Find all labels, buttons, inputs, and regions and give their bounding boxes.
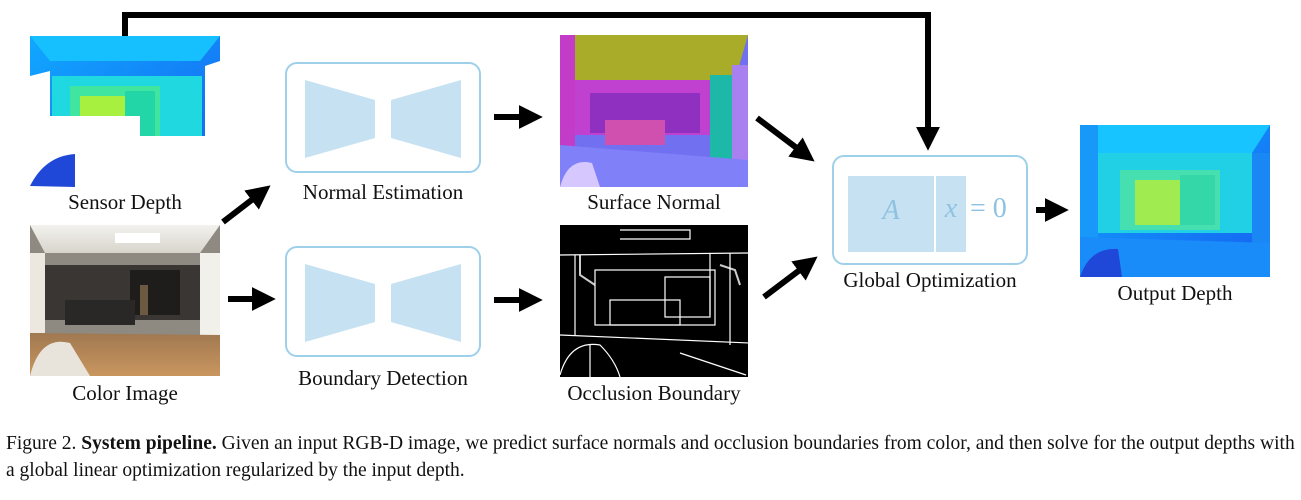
surface-normal-label: Surface Normal <box>587 190 721 214</box>
global-optimization-box: A x = 0 <box>832 155 1028 265</box>
vector-x-block <box>936 176 966 252</box>
caption-title: System pipeline. <box>81 433 217 454</box>
arrow-color-to-normal <box>221 185 271 225</box>
vector-x-symbol: x <box>944 193 958 224</box>
caption-prefix: Figure 2. <box>6 433 77 454</box>
encoder-decoder-icon <box>305 264 461 342</box>
global-optimization-label: Global Optimization <box>843 268 1017 292</box>
skip-connection-arrow <box>122 12 940 151</box>
normal-estimation-label: Normal Estimation <box>302 180 464 204</box>
equals-zero-text: = 0 <box>970 193 1007 224</box>
color-image-label: Color Image <box>72 381 178 405</box>
occlusion-boundary-image <box>560 225 748 377</box>
arrow-occlusion-to-opt <box>762 256 818 300</box>
surface-normal-image <box>560 35 748 187</box>
output-depth-image <box>1080 125 1270 277</box>
boundary-detection-network <box>285 246 481 357</box>
boundary-detection-label: Boundary Detection <box>298 366 468 390</box>
normal-estimation-network <box>285 62 481 173</box>
occlusion-boundary-label: Occlusion Boundary <box>567 381 741 405</box>
caption-text: Given an input RGB-D image, we predict s… <box>6 433 1295 481</box>
matrix-a-symbol: A <box>882 195 900 226</box>
encoder-decoder-icon <box>305 80 461 158</box>
sensor-depth-label: Sensor Depth <box>68 190 182 214</box>
output-depth-label: Output Depth <box>1117 281 1233 305</box>
arrow-surface-to-opt <box>755 115 815 162</box>
matrix-a-block <box>848 176 934 252</box>
pipeline-arrows <box>122 12 1069 312</box>
color-image <box>30 225 220 376</box>
figure-caption: Figure 2. System pipeline. Given an inpu… <box>6 430 1298 484</box>
sensor-depth-image <box>30 36 220 187</box>
